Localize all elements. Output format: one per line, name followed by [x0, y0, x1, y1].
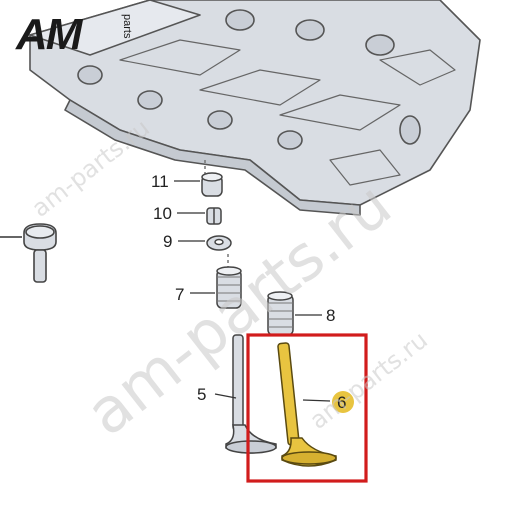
- callout-11: 11: [151, 172, 169, 191]
- watermark-small-mid: am-parts.ru: [304, 326, 432, 435]
- callout-6: 6: [337, 393, 346, 412]
- part-6-valve-highlighted[interactable]: [277, 342, 337, 467]
- callout-7: 7: [175, 285, 184, 304]
- part-11-valve-stem-seal: [174, 160, 223, 197]
- part-5-valve: [214, 334, 277, 454]
- cylinder-head: [29, 0, 481, 216]
- callout-5: 5: [197, 385, 206, 404]
- part-10-valve-cotter: [177, 207, 222, 225]
- callout-6-badge: [332, 391, 354, 413]
- logo-suffix: parts: [121, 14, 133, 39]
- am-parts-logo: AM parts: [15, 10, 133, 59]
- callout-9: 9: [163, 232, 172, 251]
- bolt: [0, 223, 57, 283]
- selection-box: [246, 333, 368, 483]
- part-8-valve-spring: [267, 291, 322, 336]
- part-7-valve-spring: [190, 254, 242, 309]
- watermark-small-top: am-parts.ru: [26, 114, 154, 223]
- part-9-spring-plate: [178, 235, 232, 251]
- callout-8: 8: [326, 306, 335, 325]
- logo-brand: AM: [15, 10, 84, 59]
- callout-10: 10: [153, 204, 172, 223]
